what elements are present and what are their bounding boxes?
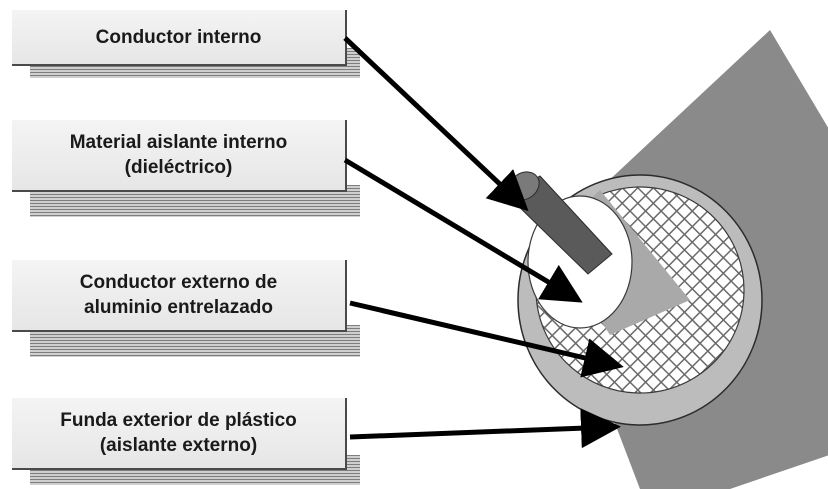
label-inner-conductor: Conductor interno (12, 10, 347, 66)
label-dielectric-line1: Material aislante interno (69, 132, 288, 153)
label-outer-conductor-line1: Conductor externo de (79, 272, 278, 293)
pointer-arrow-outer-conductor (349, 300, 624, 378)
label-dielectric-line2: (dieléctrico) (124, 157, 233, 178)
pointer-arrow-inner-conductor (343, 36, 529, 212)
label-inner-conductor-line1: Conductor interno (95, 26, 262, 48)
pointer-arrow-dielectric (343, 157, 583, 303)
label-jacket-line1: Funda exterior de plástico (60, 410, 297, 431)
label-outer-conductor: Conductor externo de aluminio entrelazad… (12, 260, 347, 332)
label-dielectric: Material aislante interno (dieléctrico) (12, 120, 347, 192)
pointer-arrow-jacket (349, 408, 621, 449)
label-outer-conductor-line2: aluminio entrelazado (84, 297, 273, 318)
label-jacket-line2: (aislante externo) (99, 435, 258, 456)
label-jacket: Funda exterior de plástico (aislante ext… (12, 398, 347, 470)
